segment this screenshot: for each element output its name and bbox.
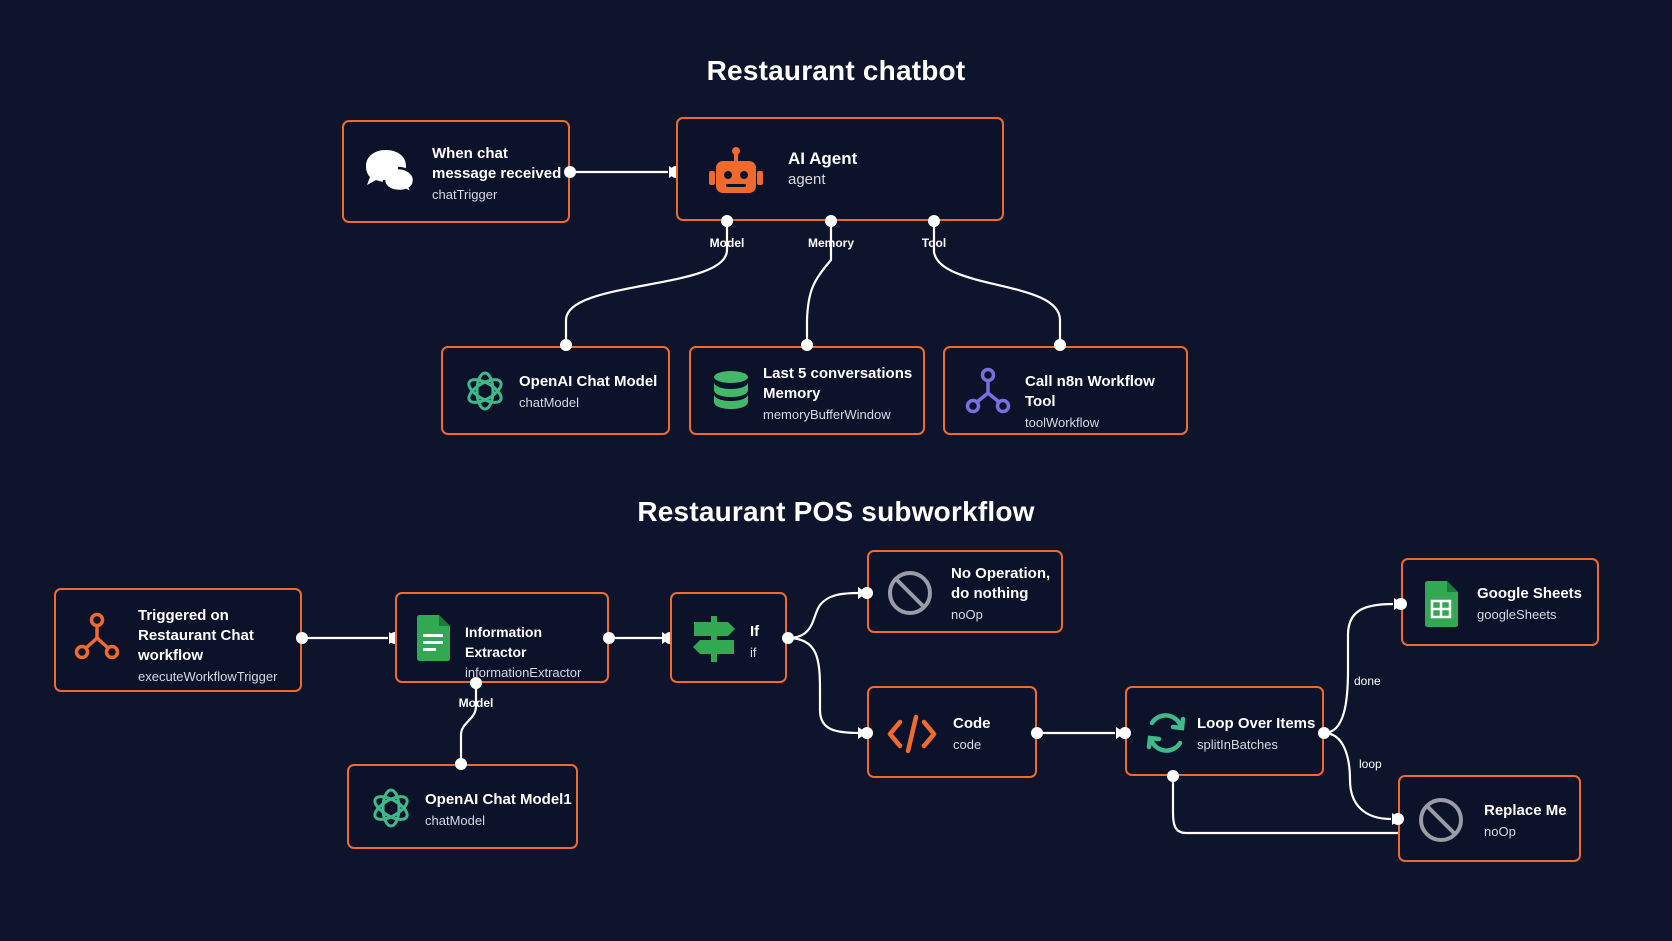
node-replace-me[interactable]: Replace Me noOp: [1398, 775, 1581, 862]
node-workflow-trigger[interactable]: Triggered on Restaurant Chat workflow ex…: [54, 588, 302, 692]
loop-bottom-port[interactable]: [1167, 770, 1179, 782]
node-memory[interactable]: Last 5 conversations Memory memoryBuffer…: [689, 346, 925, 435]
output-port[interactable]: [782, 632, 794, 644]
input-port[interactable]: [801, 339, 813, 351]
node-code[interactable]: Code code: [867, 686, 1037, 778]
signpost-icon: [692, 616, 736, 662]
node-loop[interactable]: Loop Over Items splitInBatches: [1125, 686, 1324, 776]
output-port[interactable]: [296, 632, 308, 644]
input-port[interactable]: [560, 339, 572, 351]
node-name: Call n8n Workflow Tool: [1025, 373, 1155, 410]
output-port[interactable]: [1031, 727, 1043, 739]
output-port[interactable]: [603, 632, 615, 644]
node-ai-agent[interactable]: AI Agent agent: [676, 117, 1004, 221]
output-port[interactable]: [1318, 727, 1330, 739]
edge-agent-memory: [805, 221, 833, 345]
edge-loop-to-replace: [1323, 731, 1392, 821]
agent-tool-port[interactable]: [928, 215, 940, 227]
agent-memory-port[interactable]: [825, 215, 837, 227]
agent-model-port-label: Model: [709, 236, 745, 250]
edge-label-loop: loop: [1359, 757, 1382, 771]
node-type: agent: [788, 171, 826, 188]
extractor-model-port-label: Model: [458, 696, 494, 710]
workflow-icon: [965, 367, 1011, 415]
edge-extractor-model: [459, 683, 478, 763]
node-type: memoryBufferWindow: [763, 407, 891, 422]
input-port[interactable]: [455, 758, 467, 770]
robot-icon: [708, 147, 764, 195]
node-openai-chat-model[interactable]: OpenAI Chat Model chatModel: [441, 346, 670, 435]
node-type: if: [750, 645, 757, 660]
node-name: OpenAI Chat Model1: [425, 791, 572, 808]
node-type: executeWorkflowTrigger: [138, 669, 278, 684]
edge-agent-model: [564, 221, 729, 345]
document-icon: [415, 614, 451, 662]
node-type: chatModel: [519, 395, 579, 410]
edge-if-to-noop: [787, 591, 861, 640]
node-name: Code: [953, 715, 991, 732]
database-icon: [713, 370, 749, 414]
agent-model-port[interactable]: [721, 215, 733, 227]
node-name: Last 5 conversations Memory: [763, 365, 913, 402]
node-type: code: [953, 737, 982, 752]
node-name: OpenAI Chat Model: [519, 373, 658, 390]
node-google-sheets[interactable]: Google Sheets googleSheets: [1401, 558, 1599, 646]
node-name: Loop Over Items: [1197, 715, 1316, 732]
agent-tool-port-label: Tool: [921, 236, 947, 250]
node-info-extractor[interactable]: Information Extractor informationExtract…: [395, 592, 609, 683]
input-port[interactable]: [1395, 598, 1407, 610]
node-chat-trigger[interactable]: When chat message received chatTrigger: [342, 120, 570, 223]
input-port[interactable]: [1054, 339, 1066, 351]
input-port[interactable]: [1392, 813, 1404, 825]
chat-bubbles-icon: [362, 148, 416, 194]
node-name: When chat message received: [432, 145, 562, 182]
sheets-icon: [1423, 580, 1459, 628]
node-name: Google Sheets: [1477, 585, 1583, 602]
input-port[interactable]: [861, 587, 873, 599]
node-name: No Operation, do nothing: [951, 565, 1051, 602]
node-name: Information Extractor: [465, 624, 542, 660]
input-port[interactable]: [1119, 727, 1131, 739]
output-port[interactable]: [564, 166, 576, 178]
node-name: If: [750, 623, 760, 640]
node-type: googleSheets: [1477, 607, 1557, 622]
node-type: informationExtractor: [465, 665, 582, 680]
input-port[interactable]: [861, 727, 873, 739]
openai-icon: [463, 369, 507, 413]
node-if[interactable]: If if: [670, 592, 787, 683]
code-icon: [887, 714, 937, 754]
agent-memory-port-label: Memory: [807, 236, 855, 250]
edge-loop-to-sheets: [1323, 602, 1394, 735]
node-openai-chat-model1[interactable]: OpenAI Chat Model1 chatModel: [347, 764, 578, 849]
node-name: Triggered on Restaurant Chat workflow: [138, 607, 254, 664]
loop-icon: [1143, 710, 1189, 756]
node-type: toolWorkflow: [1025, 415, 1100, 430]
edge-label-done: done: [1354, 674, 1381, 688]
trigger-icon: [74, 612, 120, 662]
node-type: splitInBatches: [1197, 737, 1278, 752]
node-type: chatTrigger: [432, 187, 498, 202]
node-type: noOp: [1484, 824, 1516, 839]
node-name: AI Agent: [788, 149, 858, 168]
node-noop[interactable]: No Operation, do nothing noOp: [867, 550, 1063, 633]
edge-agent-tool: [932, 221, 1062, 345]
extractor-model-port[interactable]: [470, 677, 482, 689]
node-workflow-tool[interactable]: Call n8n Workflow Tool toolWorkflow: [943, 346, 1188, 435]
openai-icon: [369, 786, 413, 830]
pos-section-title: Restaurant POS subworkflow: [637, 496, 1035, 527]
chatbot-section-title: Restaurant chatbot: [706, 55, 966, 86]
no-entry-icon: [887, 570, 933, 616]
node-type: noOp: [951, 607, 983, 622]
node-type: chatModel: [425, 813, 485, 828]
edge-if-to-code: [787, 636, 861, 735]
edge-replace-back-to-loop: [1171, 776, 1398, 835]
no-entry-icon: [1418, 797, 1464, 843]
node-name: Replace Me: [1484, 802, 1567, 819]
